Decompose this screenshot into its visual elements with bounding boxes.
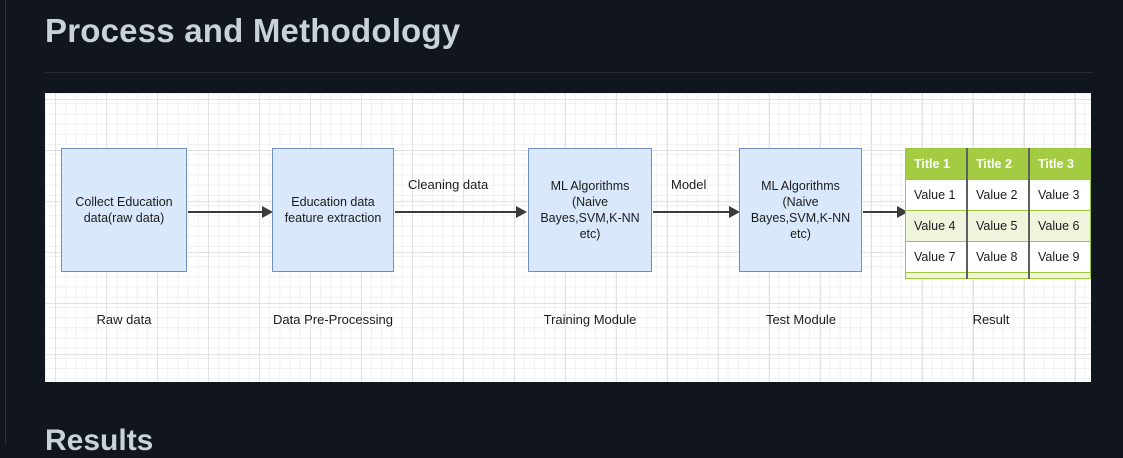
table-row: Value 1 Value 2 Value 3 (905, 179, 1091, 211)
caption-data-pre-processing: Data Pre-Processing (273, 312, 393, 327)
node-collect-line-2: data(raw data) (83, 211, 165, 225)
node-train-label: ML Algorithms (Naive Bayes,SVM,K-NN etc) (532, 178, 647, 242)
table-cell: Value 4 (905, 210, 968, 242)
caption-test-module: Test Module (765, 312, 837, 327)
table-header-cell: Title 3 (1029, 148, 1091, 180)
node-train-line-3: Bayes,SVM,K-NN (540, 211, 640, 225)
node-train-line-2: (Naive (571, 195, 609, 209)
node-test-label: ML Algorithms (Naive Bayes,SVM,K-NN etc) (743, 178, 858, 242)
table-cell: Value 7 (905, 241, 968, 273)
caption-result: Result (972, 312, 1010, 327)
arrow-features-to-training (395, 206, 527, 218)
table-cell: Value 5 (967, 210, 1030, 242)
table-cell: Value 3 (1029, 179, 1091, 211)
node-collect-label: Collect Education data(raw data) (67, 194, 180, 226)
table-cell: Value 8 (967, 241, 1030, 273)
edge-label-cleaning-data: Cleaning data (408, 177, 489, 192)
table-row: Value 4 Value 5 Value 6 (905, 210, 1091, 242)
next-section-heading: Results (45, 424, 154, 457)
node-feature-extraction[interactable]: Education data feature extraction (272, 148, 394, 272)
node-train-line-4: etc) (579, 227, 601, 241)
table-header-cell: Title 1 (905, 148, 968, 180)
caption-raw-data: Raw data (96, 312, 152, 327)
table-cell: Value 2 (967, 179, 1030, 211)
table-cell-spacer (905, 272, 968, 279)
table-cell-spacer (1029, 272, 1091, 279)
table-cell: Value 6 (1029, 210, 1091, 242)
node-test-line-3: Bayes,SVM,K-NN (750, 211, 851, 225)
node-features-line-2: feature extraction (284, 211, 382, 225)
edge-label-model: Model (671, 177, 707, 192)
table-row: Value 7 Value 8 Value 9 (905, 241, 1091, 273)
table-row-spacer (905, 272, 1091, 279)
node-collect-line-1: Collect Education (75, 195, 173, 209)
arrow-test-to-result (863, 206, 908, 218)
node-collect-education-data[interactable]: Collect Education data(raw data) (61, 148, 187, 272)
caption-training-module: Training Module (543, 312, 637, 327)
arrow-training-to-test (653, 206, 740, 218)
node-test-line-4: etc) (790, 227, 811, 241)
title-divider (45, 72, 1093, 73)
table-header-cell: Title 2 (967, 148, 1030, 180)
table-cell: Value 1 (905, 179, 968, 211)
node-training-ml-algorithms[interactable]: ML Algorithms (Naive Bayes,SVM,K-NN etc) (528, 148, 652, 272)
page-gutter-line (5, 0, 6, 444)
node-features-label: Education data feature extraction (277, 194, 390, 226)
node-test-line-1: ML Algorithms (761, 179, 840, 193)
diagram-canvas: Collect Education data(raw data) Educati… (45, 93, 1091, 382)
table-header-row: Title 1 Title 2 Title 3 (905, 148, 1091, 180)
result-table[interactable]: Title 1 Title 2 Title 3 Value 1 Value 2 … (905, 148, 1091, 279)
page-title: Process and Methodology (45, 12, 461, 49)
table-cell-spacer (967, 272, 1030, 279)
node-train-line-1: ML Algorithms (550, 179, 630, 193)
node-test-line-2: (Naive (782, 195, 819, 209)
node-test-ml-algorithms[interactable]: ML Algorithms (Naive Bayes,SVM,K-NN etc) (739, 148, 862, 272)
node-features-line-1: Education data (291, 195, 375, 209)
arrow-collect-to-features (188, 206, 273, 218)
table-cell: Value 9 (1029, 241, 1091, 273)
